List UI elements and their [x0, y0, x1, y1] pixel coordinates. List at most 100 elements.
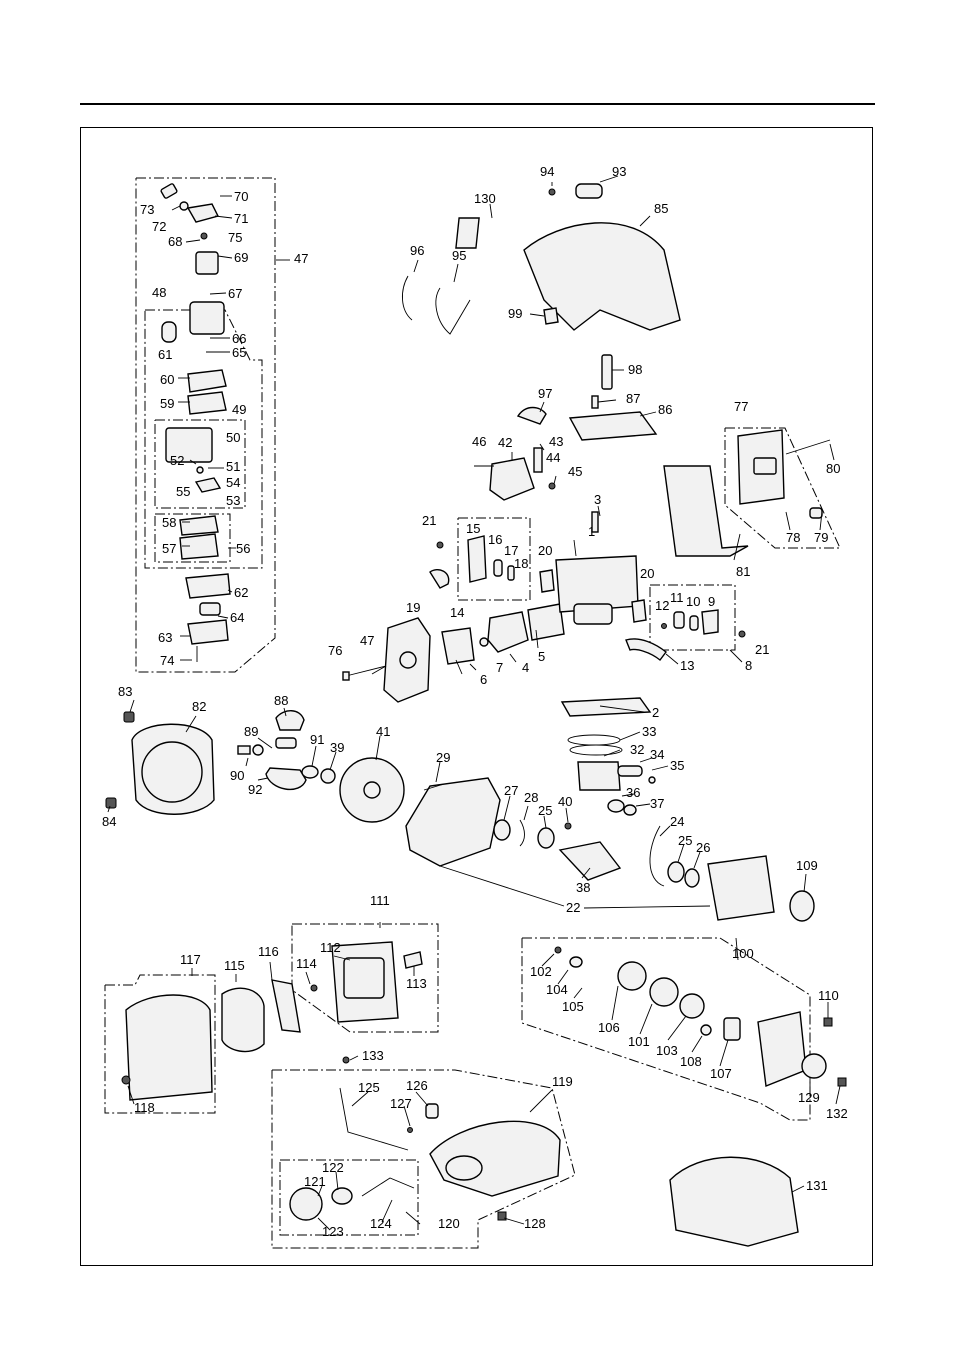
callout-113: 113 [406, 976, 427, 991]
callout-25b: 25 [678, 833, 692, 848]
callout-120: 120 [438, 1216, 460, 1231]
callout-71: 71 [234, 211, 248, 226]
callout-107: 107 [710, 1066, 732, 1081]
callout-63: 63 [158, 630, 172, 645]
callout-40: 40 [558, 794, 572, 809]
callout-131: 131 [806, 1178, 828, 1193]
callout-128: 128 [524, 1216, 546, 1231]
callout-19: 19 [406, 600, 420, 615]
callout-88: 88 [274, 693, 288, 708]
callout-2: 2 [652, 705, 659, 720]
callout-124: 124 [370, 1216, 392, 1231]
leader-lines [107, 175, 841, 1231]
callout-15: 15 [466, 521, 480, 536]
callout-118: 118 [134, 1100, 155, 1115]
callout-75: 75 [228, 230, 242, 245]
callout-129: 129 [798, 1090, 820, 1105]
callout-13: 13 [680, 658, 694, 673]
callout-95: 95 [452, 248, 466, 263]
callout-43: 43 [549, 434, 563, 449]
callout-17: 17 [504, 543, 518, 558]
callout-36: 36 [626, 785, 640, 800]
callout-24: 24 [670, 814, 684, 829]
callout-112: 112 [320, 940, 341, 955]
callout-130: 130 [474, 191, 496, 206]
callout-47b: 47 [360, 633, 374, 648]
callout-38: 38 [576, 880, 590, 895]
callout-81: 81 [736, 564, 750, 579]
callout-80: 80 [826, 461, 840, 476]
callout-110: 110 [818, 988, 839, 1003]
callout-64: 64 [230, 610, 244, 625]
callout-96: 96 [410, 243, 424, 258]
callout-123: 123 [322, 1224, 344, 1239]
callout-3: 3 [594, 492, 601, 507]
header-rule [80, 103, 875, 105]
callout-73: 73 [140, 202, 154, 217]
callout-132: 132 [826, 1106, 848, 1121]
callout-90: 90 [230, 768, 244, 783]
callout-122: 122 [322, 1160, 344, 1175]
callout-104: 104 [546, 982, 568, 997]
callout-47a: 47 [294, 251, 308, 266]
callout-14: 14 [450, 605, 464, 620]
callout-21a: 21 [422, 513, 436, 528]
callout-94: 94 [540, 164, 554, 179]
callout-39: 39 [330, 740, 344, 755]
callout-59: 59 [160, 396, 174, 411]
callout-8: 8 [745, 658, 752, 673]
callout-51: 51 [226, 459, 240, 474]
callout-117: 117 [180, 952, 201, 967]
callout-68: 68 [168, 234, 182, 249]
callout-105: 105 [562, 999, 584, 1014]
callout-121: 121 [304, 1174, 326, 1189]
callout-99: 99 [508, 306, 522, 321]
callout-119: 119 [552, 1074, 573, 1089]
callout-46: 46 [472, 434, 486, 449]
callout-55: 55 [176, 484, 190, 499]
callout-72: 72 [152, 219, 166, 234]
callout-103: 103 [656, 1043, 678, 1058]
callout-48: 48 [152, 285, 166, 300]
callout-74: 74 [160, 653, 174, 668]
callout-60: 60 [160, 372, 174, 387]
callout-61: 61 [158, 347, 172, 362]
callout-25a: 25 [538, 803, 552, 818]
callout-116: 116 [258, 944, 279, 959]
callout-62: 62 [234, 585, 248, 600]
callout-11: 11 [670, 590, 684, 605]
callout-66: 66 [232, 331, 246, 346]
callout-111: 111 [370, 893, 390, 908]
callout-97: 97 [538, 386, 552, 401]
callout-79: 79 [814, 530, 828, 545]
callout-91: 91 [310, 732, 324, 747]
group-outlines [104, 177, 841, 1249]
callout-49: 49 [232, 402, 246, 417]
callout-labels: 1 2 3 4 5 6 7 8 9 10 11 12 13 14 15 16 1… [102, 164, 848, 1239]
diagram-frame [80, 127, 873, 1266]
callout-53: 53 [226, 493, 240, 508]
callout-83: 83 [118, 684, 132, 699]
callout-56: 56 [236, 541, 250, 556]
callout-70: 70 [234, 189, 248, 204]
callout-98: 98 [628, 362, 642, 377]
callout-9: 9 [708, 594, 715, 609]
callout-133: 133 [362, 1048, 384, 1063]
callout-69: 69 [234, 250, 248, 265]
callout-41: 41 [376, 724, 390, 739]
callout-42: 42 [498, 435, 512, 450]
callout-33: 33 [642, 724, 656, 739]
callout-37: 37 [650, 796, 664, 811]
callout-87: 87 [626, 391, 640, 406]
callout-29: 29 [436, 750, 450, 765]
callout-84: 84 [102, 814, 116, 829]
callout-67: 67 [228, 286, 242, 301]
callout-109: 109 [796, 858, 818, 873]
callout-127: 127 [390, 1096, 412, 1111]
callout-100: 100 [732, 946, 754, 961]
callout-58: 58 [162, 515, 176, 530]
callout-7: 7 [496, 660, 503, 675]
callout-85: 85 [654, 201, 668, 216]
callout-86: 86 [658, 402, 672, 417]
